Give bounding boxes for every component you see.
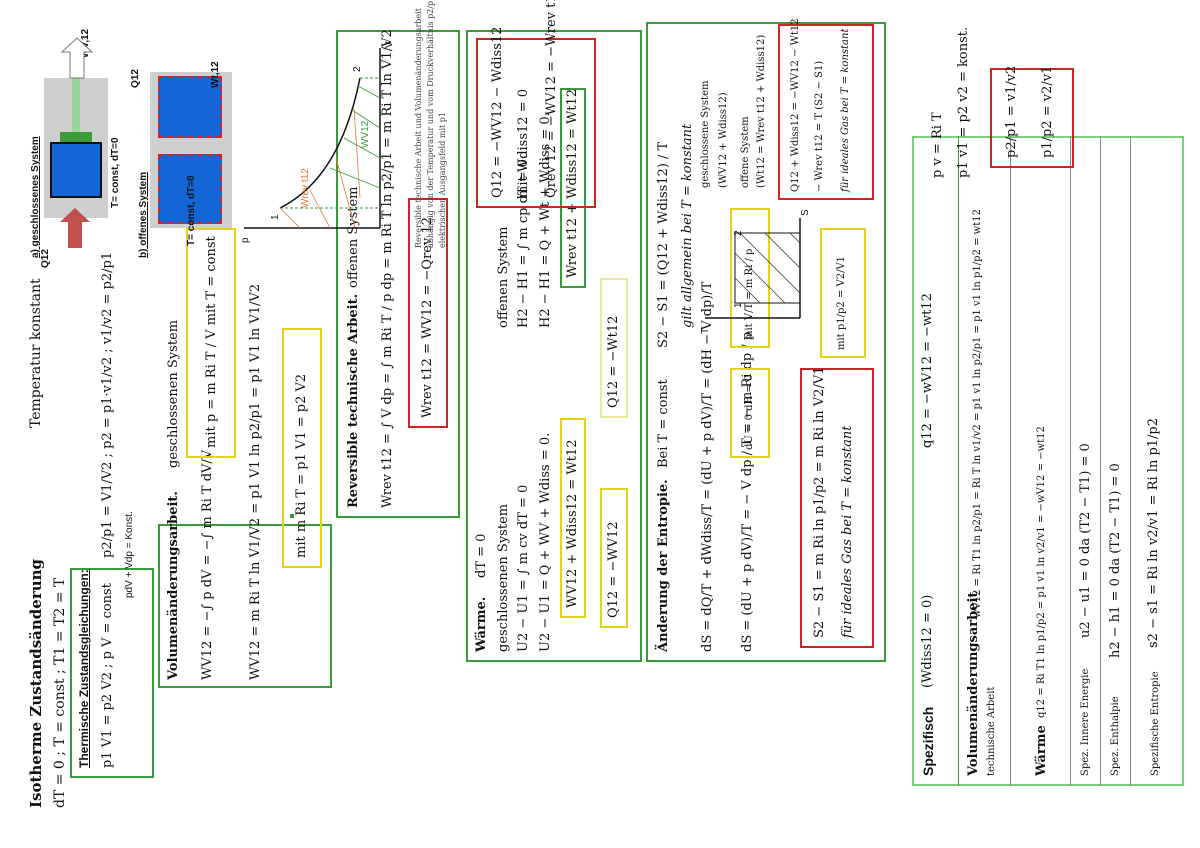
ts-axis-t: T [700,327,711,334]
heat-red1: Q12 = −WV12 − Wdiss12 [490,26,505,198]
q12-label: Q12 [40,249,51,268]
figure-note-3: elektrischen Ausgangsfeld mit p1 [438,112,447,248]
label-closed-system: a) geschlossenes System [30,136,41,258]
specific-divider-5 [1130,136,1131,786]
entropy-general: gilt allgemein bei T = konstant [680,123,695,328]
pv-point-1: 1 [270,214,281,220]
specific-heat-label: Wärme [1034,725,1049,776]
specific-wdiss: (Wdiss12 = 0) [920,594,935,688]
tconst-open: T= const, dT=0 [186,175,197,246]
entropy-open-eq: (Wt12 = Wrev t12 + Wdiss12) [756,34,767,188]
heat-dt: dT = 0 [474,533,489,578]
entropy-cond: Bei T = const [656,379,671,468]
specific-s-eq: s2 − s1 = Ri ln v2/v1 = Ri ln p1/p2 [1146,417,1161,648]
thermal-heading: Thermische Zustandsgleichungen: [77,569,91,768]
thermal-line1: p1 V1 = p2 V2 ; p V = const [100,583,115,768]
work-arrow-icon [60,37,94,79]
entropy-red2: − Wrev t12 = T (S2 − S1) [814,60,825,192]
specific-box [912,136,1184,786]
reversible-heading: Reversible technische Arbeit. [346,293,361,508]
pv-point-2: 2 [352,66,363,72]
entropy-heading: Änderung der Entropie. [656,479,671,652]
entropy-ds1: dS = dQ/T + dWdiss/T = (dU + p dV)/T = (… [700,281,715,652]
figure-note-2: abhängig von der Temperatur und vom Druc… [426,0,435,248]
specific-heading: Spezifisch [920,706,936,776]
piston-rod [72,72,80,132]
ts-point-1: 1 [733,302,744,308]
ts-diagram [705,218,801,319]
gas-eq2: p1 v1 = p2 v2 = konst. [956,26,971,178]
wt12-label: Wt,12 [210,61,221,88]
heat-q2: Q12 = −Wt12 [606,315,621,408]
volume-system: geschlossenen System [166,319,181,468]
entropy-red1: Q12 + Wdiss12 = −WV12 − Wt12 [790,18,801,192]
entropy-eq0: S2 − S1 = (Q12 + Wdiss12) / T [656,141,671,348]
label-open-system: b) offenes System [138,171,149,258]
heat-yc: WV12 + Wdiss12 = Wt12 [565,439,580,608]
heat-open: offenen System [496,226,511,329]
specific-tech-label: technische Arbeit [986,686,997,776]
specific-s-label: Spezifische Entropie [1150,671,1161,776]
entropy-yp: mit p1/p2 = V2/V1 [836,255,847,350]
entropy-yd: dU = 0 dH = 0 [744,374,755,450]
heat-arrow-icon [60,208,90,248]
entropy-open-label: offene System [740,116,751,188]
gas-ratio-box [990,68,1074,168]
specific-vol-eq: wV12 = Ri T1 ln p2/p1 = Ri T ln v1/v2 = … [972,209,983,618]
pv-axis-p: p [240,237,251,243]
entropy-ideal: für ideales Gas bei T = konstant [840,425,855,638]
page-title: Isotherme Zustandsänderung [27,558,45,808]
specific-q12: q12 = −wV12 = −wt12 [920,293,935,448]
specific-divider-1 [958,136,959,786]
heat-c1: U2 − U1 = ∫ m cv dT = 0 [516,484,531,652]
specific-h-eq: h2 − h1 = 0 da (T2 − T1) = 0 [1108,463,1123,658]
heat-heading: Wärme. [474,596,489,652]
volume-heading: Volumenänderungsarbeit. [166,491,181,680]
volume-eq2: WV12 = m Ri T ln V1/V2 = p1 V1 ln p2/p1 … [248,283,263,680]
pv-axis-v: V [384,41,395,48]
q12b-label: Q12 [130,69,141,88]
heat-red3: Qrev 12 = −WV12 = −Wrev t12 [544,0,559,198]
specific-u-eq: u2 − u1 = 0 da (T2 − T1) = 0 [1078,443,1093,638]
ts-point-2: 2 [733,230,744,236]
ts-axis-s: S [800,209,811,216]
volume-yellow1: mit p = m Ri T / V mit T = const [204,236,219,448]
piston [60,132,92,142]
gas-r2: p1/p2 = v2/v1 [1040,65,1055,158]
heat-red2: mit Wdiss12 = 0 [516,89,531,198]
pv-wv-label: WV12 [360,120,371,148]
entropy-closed-eq: (WV12 + Wdiss12) [718,92,729,188]
pv-diagram [244,48,381,229]
specific-u-label: Spez. Innere Energie [1080,668,1091,776]
entropy-closed-label: geschlossene System [700,80,711,188]
conditions: dT = 0 ; T = const ; T1 = T2 = T [52,577,68,808]
thermal-line2: pdV + Vdp = Konst. [124,511,135,598]
gas-eq1: p v = Ri T [930,112,945,178]
heat-c2: U2 − U1 = Q + WV + Wdiss = 0. [538,432,553,652]
heat-q1: Q12 = −WV12 [606,521,621,618]
gas-r1: p2/p1 = v1/v2 [1004,65,1019,158]
specific-divider-4 [1100,136,1101,786]
specific-h-label: Spez. Enthalpie [1110,696,1121,776]
volume-yellow2: mit m Ri T = p1 V1 = p2 V2 [294,373,309,558]
specific-divider-2 [1010,136,1011,786]
entropy-red3: für ideales Gas bei T = konstant [840,28,851,192]
volume-eq1: WV12 = −∫ p dV = −∫ m Ri T dV/V [200,449,215,680]
specific-heat-eq: q12 = Ri T1 ln p1/p2 = p1 v1 ln v2/v1 = … [1036,426,1047,718]
tconst-closed: T= const, dT=0 [110,137,121,208]
page-subtitle: Temperatur konstant [28,278,44,428]
figure-note-1: Reversible technische Arbeit und Volumen… [414,8,423,248]
entropy-res: S2 − S1 = m Ri ln p1/p2 = m Ri ln V2/V1 [812,366,827,639]
specific-vol-label: Volumenänderungsarbeit [966,591,981,776]
specific-divider-3 [1070,136,1071,786]
heat-closed: geschlossenen System [496,503,511,652]
pv-wt-label: Wrev t12 [300,168,311,208]
gas-volume-closed [50,142,102,198]
spacer [290,514,294,518]
thermal-ratios: p2/p1 = V1/V2 ; p2 = p1·v1/v2 ; v1/v2 = … [100,251,115,558]
